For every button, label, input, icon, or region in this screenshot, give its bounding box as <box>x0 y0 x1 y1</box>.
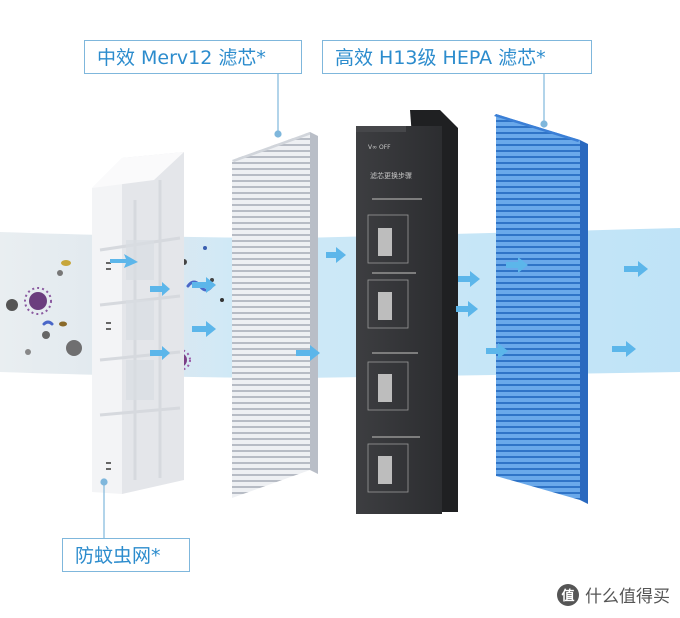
hepa-filter-label: 高效 H13级 HEPA 滤芯* <box>322 40 592 74</box>
watermark-text: 什么值得买 <box>585 587 670 607</box>
leader-lines <box>100 74 548 538</box>
watermark-badge-icon: 值 <box>557 583 579 606</box>
insect-screen-label: 防蚊虫网* <box>62 538 190 572</box>
flow-arrows <box>110 247 648 361</box>
merv12-filter-label: 中效 Merv12 滤芯* <box>84 40 302 74</box>
panel-title: 滤芯更换步骤 <box>370 172 412 180</box>
insect-screen-frame <box>92 152 184 494</box>
instruction-panel <box>356 110 458 514</box>
panel-header-text: V∞ OFF <box>368 144 391 151</box>
watermark: 值 什么值得买 <box>557 582 670 607</box>
hepa-filter <box>494 114 588 504</box>
merv12-filter <box>232 132 318 498</box>
